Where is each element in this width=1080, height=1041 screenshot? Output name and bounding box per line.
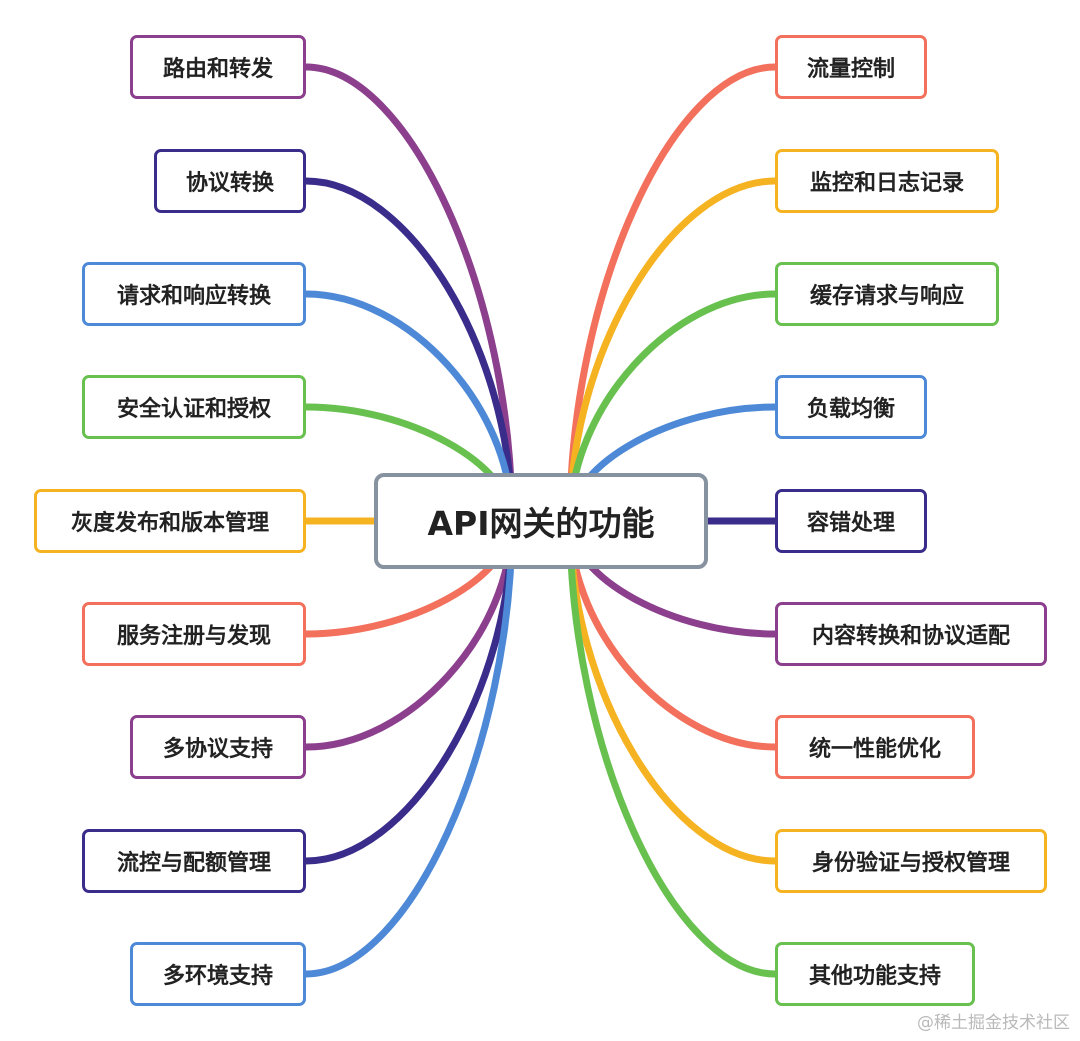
branch-node-right-2: 监控和日志记录 [775, 149, 999, 213]
branch-node-left-6: 服务注册与发现 [82, 602, 306, 666]
branch-node-left-1: 路由和转发 [130, 35, 306, 99]
branch-node-label: 流控与配额管理 [116, 851, 271, 876]
branch-node-right-1: 流量控制 [775, 35, 927, 99]
connector-line [566, 177, 779, 525]
branch-node-label: 服务注册与发现 [116, 624, 271, 649]
branch-node-right-7: 统一性能优化 [775, 715, 975, 779]
branch-node-label: 多协议支持 [162, 737, 273, 762]
branch-node-left-3: 请求和响应转换 [82, 262, 306, 326]
branch-node-left-8: 流控与配额管理 [82, 829, 306, 893]
branch-node-label: 身份验证与授权管理 [811, 851, 1010, 876]
branch-node-label: 缓存请求与响应 [809, 284, 964, 309]
central-topic: API网关的功能 [374, 473, 708, 569]
branch-node-label: 容错处理 [806, 511, 895, 536]
connector-line [302, 517, 516, 978]
branch-node-left-9: 多环境支持 [130, 942, 306, 1006]
branch-node-label: 负载均衡 [806, 397, 895, 422]
central-topic-label: API网关的功能 [427, 504, 655, 543]
branch-node-label: 请求和响应转换 [116, 284, 271, 309]
branch-node-left-4: 安全认证和授权 [82, 375, 306, 439]
branch-node-label: 其他功能支持 [808, 964, 941, 989]
connector-line [566, 63, 779, 525]
connector-line [302, 177, 516, 525]
branch-node-right-6: 内容转换和协议适配 [775, 602, 1047, 666]
watermark: @稀土掘金技术社区 [917, 1013, 1070, 1033]
branch-node-label: 统一性能优化 [808, 737, 941, 762]
branch-node-left-7: 多协议支持 [130, 715, 306, 779]
connector-line [566, 517, 779, 978]
branch-node-label: 监控和日志记录 [809, 171, 964, 196]
branch-node-right-5: 容错处理 [775, 489, 927, 553]
branch-node-label: 路由和转发 [162, 57, 273, 82]
branch-node-right-4: 负载均衡 [775, 375, 927, 439]
branch-node-right-8: 身份验证与授权管理 [775, 829, 1047, 893]
branch-node-label: 灰度发布和版本管理 [70, 511, 269, 536]
branch-node-label: 安全认证和授权 [116, 397, 271, 422]
branch-node-label: 流量控制 [806, 57, 895, 82]
connector-line [302, 63, 516, 525]
branch-node-label: 多环境支持 [162, 964, 273, 989]
branch-node-right-3: 缓存请求与响应 [775, 262, 999, 326]
branch-node-left-2: 协议转换 [154, 149, 306, 213]
branch-node-right-9: 其他功能支持 [775, 942, 975, 1006]
branch-node-label: 内容转换和协议适配 [811, 624, 1010, 649]
branch-node-label: 协议转换 [185, 171, 274, 196]
branch-node-left-5: 灰度发布和版本管理 [34, 489, 306, 553]
